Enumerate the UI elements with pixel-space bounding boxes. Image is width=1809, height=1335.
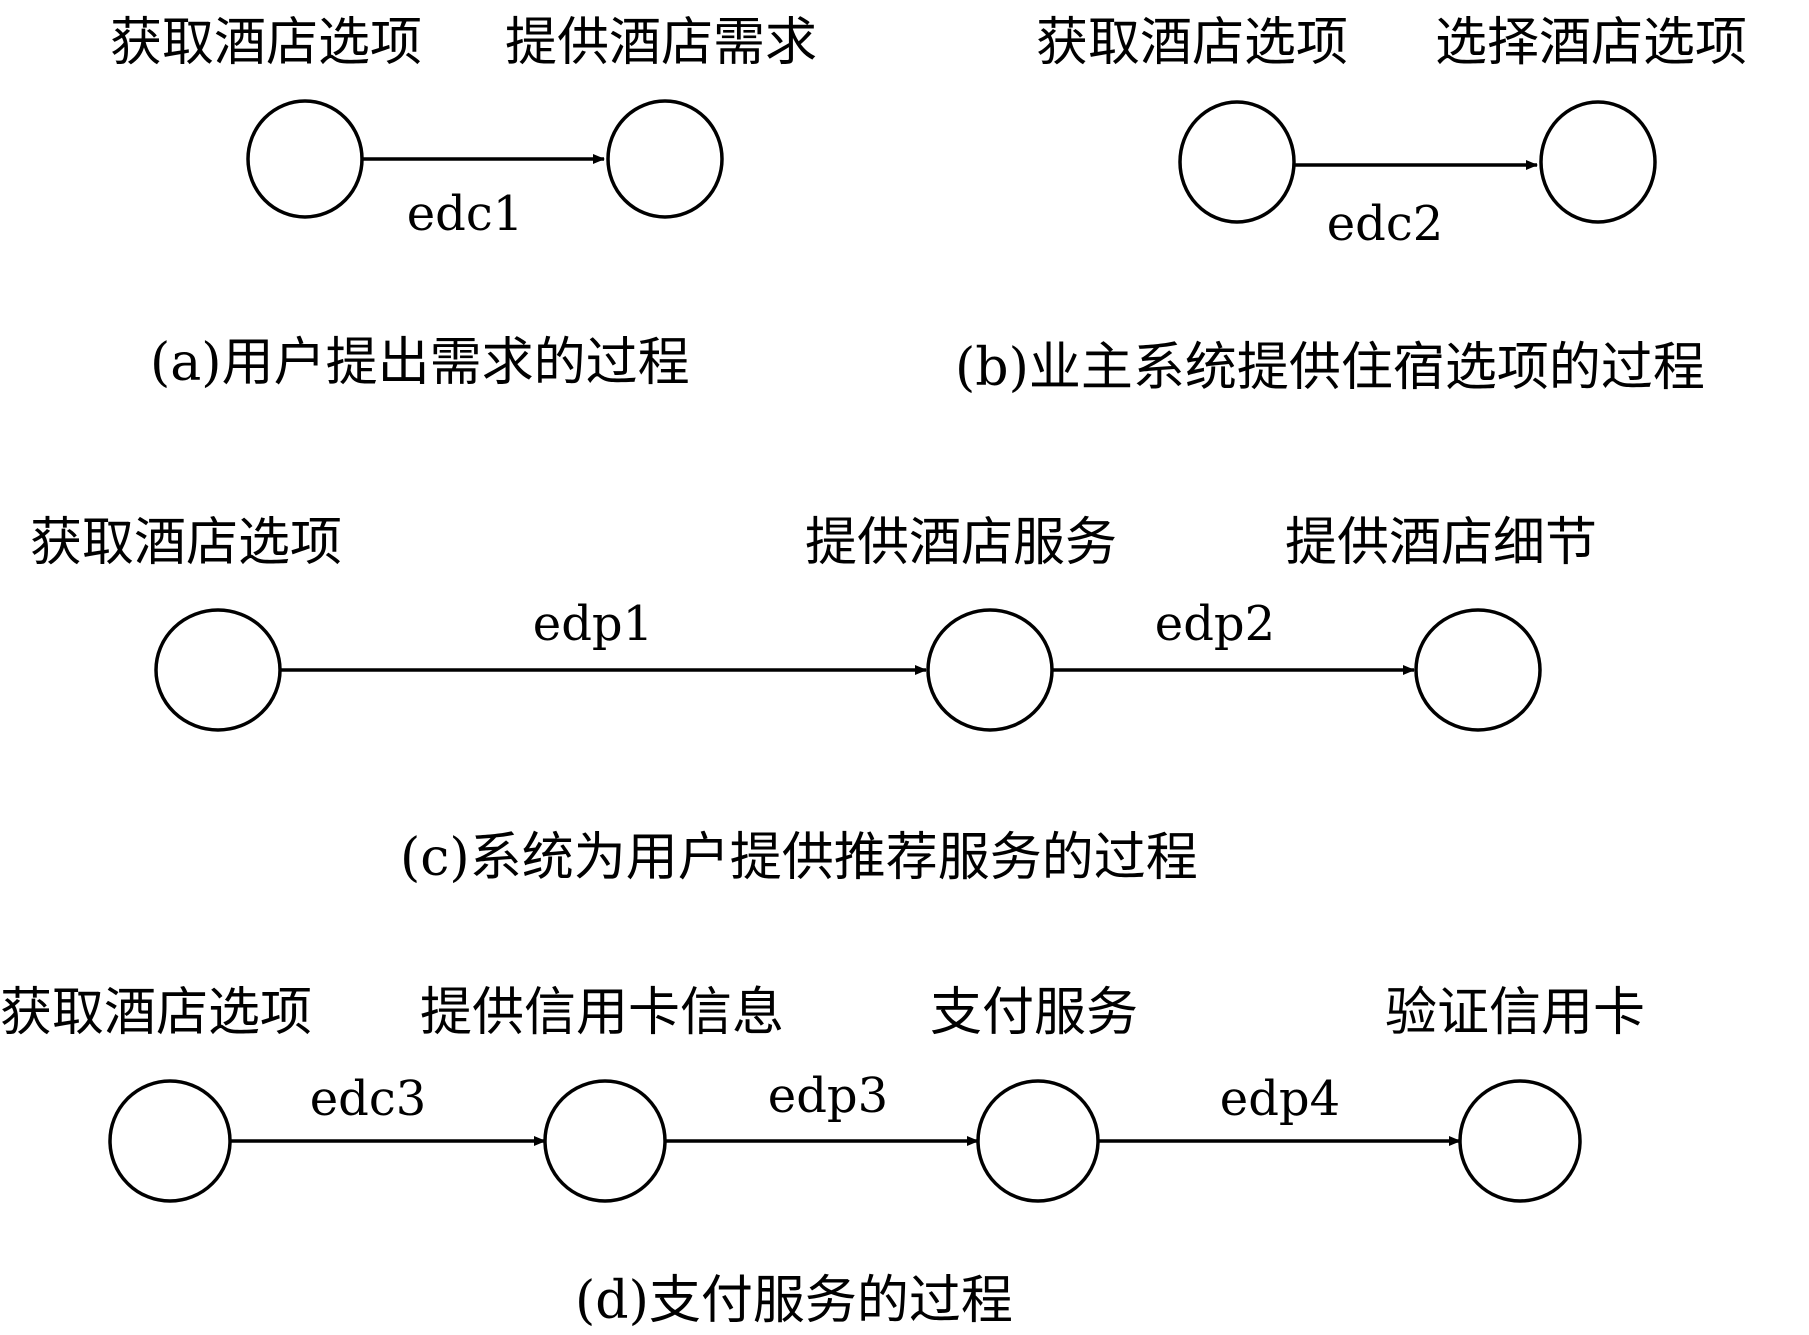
diagram-b-node-2-label: 选择酒店选项: [1435, 13, 1747, 73]
diagram-a-edge-1-label: edc1: [407, 186, 524, 242]
diagram-b-edge-1-label: edc2: [1327, 196, 1444, 252]
diagram-c-node-1-label: 获取酒店选项: [30, 513, 342, 573]
diagram-d-node-1: [108, 1079, 232, 1203]
diagram-d-node-2-label: 提供信用卡信息: [420, 983, 784, 1043]
diagram-b-caption: (b)业主系统提供住宿选项的过程: [955, 338, 1705, 398]
diagram-a-caption: (a)用户提出需求的过程: [150, 333, 690, 393]
diagram-c-node-2: [926, 608, 1054, 732]
diagram-a-node-1-label: 获取酒店选项: [110, 13, 422, 73]
diagram-a-node-2-label: 提供酒店需求: [505, 13, 817, 73]
diagram-c: 获取酒店选项 提供酒店服务 提供酒店细节 edp1 edp2 (c)系统为用户提…: [30, 513, 1597, 888]
diagram-d-edge-3-label: edp4: [1220, 1071, 1340, 1127]
diagram-b-node-2: [1539, 100, 1657, 224]
diagram-b-node-1-label: 获取酒店选项: [1036, 13, 1348, 73]
diagram-c-node-3: [1414, 608, 1542, 732]
diagram-c-node-3-label: 提供酒店细节: [1285, 513, 1597, 573]
diagram-d-node-2: [543, 1079, 667, 1203]
diagram-c-node-1: [154, 608, 282, 732]
diagram-c-caption: (c)系统为用户提供推荐服务的过程: [400, 828, 1198, 888]
diagram-c-edge-2-label: edp2: [1155, 596, 1275, 652]
diagram-d: 获取酒店选项 提供信用卡信息 支付服务 验证信用卡 edc3 edp3 edp4…: [0, 983, 1645, 1331]
diagram-c-node-2-label: 提供酒店服务: [805, 513, 1117, 573]
diagram-b: 获取酒店选项 选择酒店选项 edc2 (b)业主系统提供住宿选项的过程: [955, 13, 1747, 398]
diagram-a: 获取酒店选项 提供酒店需求 edc1 (a)用户提出需求的过程: [110, 13, 817, 393]
diagram-c-edge-1-label: edp1: [533, 596, 653, 652]
diagram-d-edge-2-label: edp3: [768, 1068, 888, 1124]
diagram-d-node-1-label: 获取酒店选项: [0, 983, 312, 1043]
diagram-a-node-1: [246, 99, 364, 219]
diagram-b-node-1: [1178, 100, 1296, 224]
diagram-d-node-4: [1458, 1079, 1582, 1203]
diagram-d-node-3-label: 支付服务: [930, 983, 1138, 1043]
diagram-a-node-2: [606, 99, 724, 219]
diagram-d-node-4-label: 验证信用卡: [1385, 983, 1645, 1043]
diagram-d-node-3: [976, 1079, 1100, 1203]
diagram-d-edge-1-label: edc3: [310, 1071, 427, 1127]
diagram-d-caption: (d)支付服务的过程: [575, 1271, 1013, 1331]
